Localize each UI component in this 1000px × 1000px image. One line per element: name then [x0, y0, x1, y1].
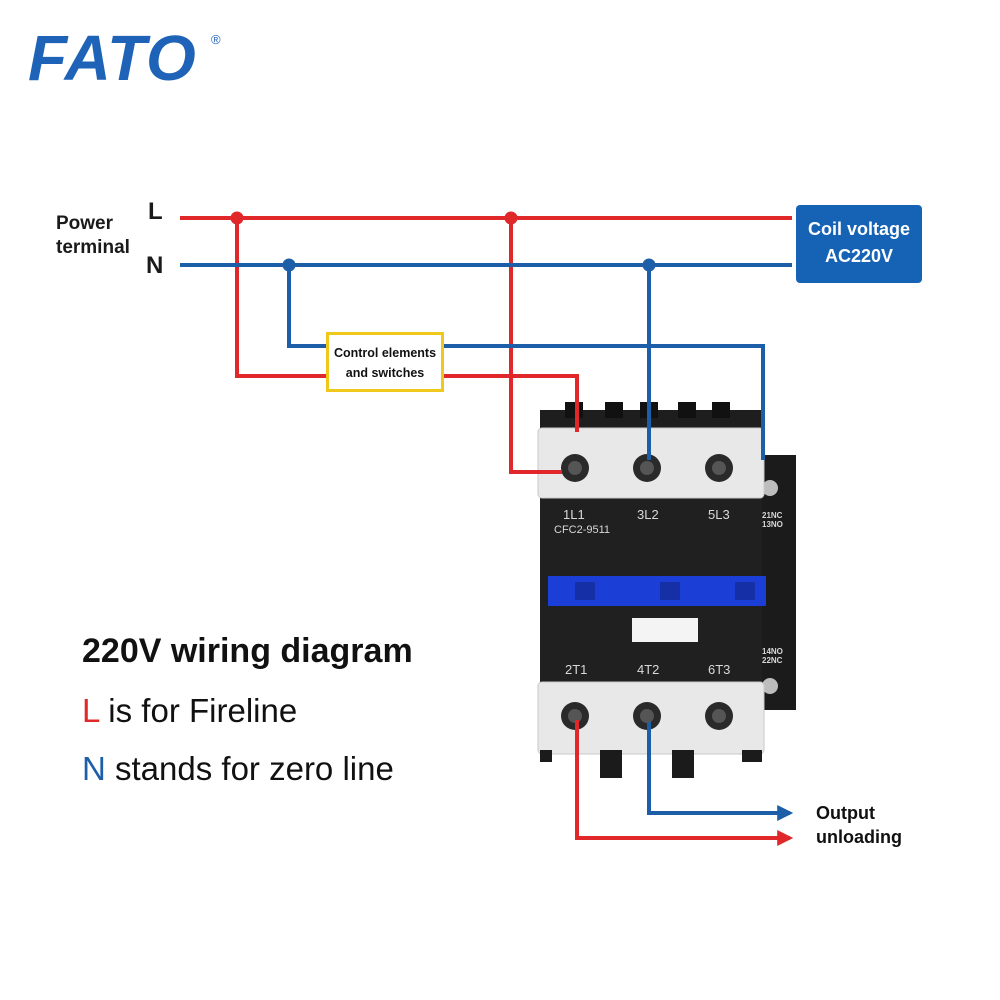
output-label-line2: unloading [816, 827, 902, 847]
power-label-line1: Power [56, 213, 114, 234]
terminal-label-5l3: 5L3 [708, 507, 730, 522]
junction-dot [282, 258, 296, 272]
model-label: CFC2-9511 [554, 524, 610, 536]
line-l-label: L [148, 198, 163, 225]
contactor: 1L1 3L2 5L3 CFC2-9511 2T1 4T2 6T3 21NC 1… [537, 402, 796, 778]
label-window [632, 618, 698, 642]
legend-l-key: L [82, 692, 100, 729]
junction-dot [642, 258, 656, 272]
control-to-coil-wire [444, 374, 579, 432]
coil-voltage-line2: AC220V [824, 246, 894, 266]
brand-logo: FATO [28, 22, 197, 94]
terminal-label-2t1: 2T1 [565, 662, 587, 677]
diagram-title: 220V wiring diagram [82, 632, 413, 670]
coil-voltage-box: Coil voltage AC220V [796, 205, 922, 283]
line-n-label: N [146, 252, 164, 279]
legend-l-text: is for Fireline [99, 692, 298, 729]
output-neutral-wire [647, 722, 794, 821]
output-label-line1: Output [816, 803, 875, 823]
live-wires [180, 216, 794, 846]
aux-label-21nc: 21NC [762, 511, 783, 520]
legend-live: L is for Fireline [82, 692, 297, 730]
control-box-line1: Control elements [333, 346, 437, 360]
junction-dot [230, 211, 244, 225]
registered-mark: ® [211, 32, 221, 47]
legend-n-text: stands for zero line [105, 750, 394, 787]
coil-voltage-line1: Coil voltage [807, 219, 910, 239]
power-terminal-label: Power terminal [56, 212, 130, 260]
neutral-to-control-wire [287, 265, 326, 348]
aux-screw-top [762, 480, 778, 496]
terminal-label-6t3: 6T3 [708, 662, 730, 677]
terminal-label-1l1: 1L1 [563, 507, 585, 522]
control-to-aux-wire [444, 344, 765, 460]
aux-label-22nc: 22NC [762, 656, 783, 665]
live-to-1l1-wire [509, 218, 562, 474]
terminal-label-4t2: 4T2 [637, 662, 659, 677]
output-live-wire [575, 720, 794, 846]
legend-neutral: N stands for zero line [82, 750, 394, 788]
live-to-control-wire [235, 218, 326, 378]
power-label-line2: terminal [56, 237, 130, 258]
aux-label-13no: 13NO [762, 520, 783, 529]
aux-label-14no: 14NO [762, 647, 783, 656]
terminal-label-3l2: 3L2 [637, 507, 659, 522]
control-box-line2: and switches [345, 366, 425, 380]
control-elements-box: Control elements and switches [326, 332, 444, 392]
aux-screw-bottom [762, 678, 778, 694]
legend-n-key: N [82, 750, 106, 787]
junction-dot [504, 211, 518, 225]
neutral-wires [180, 263, 794, 821]
output-label: Output unloading [816, 801, 902, 849]
